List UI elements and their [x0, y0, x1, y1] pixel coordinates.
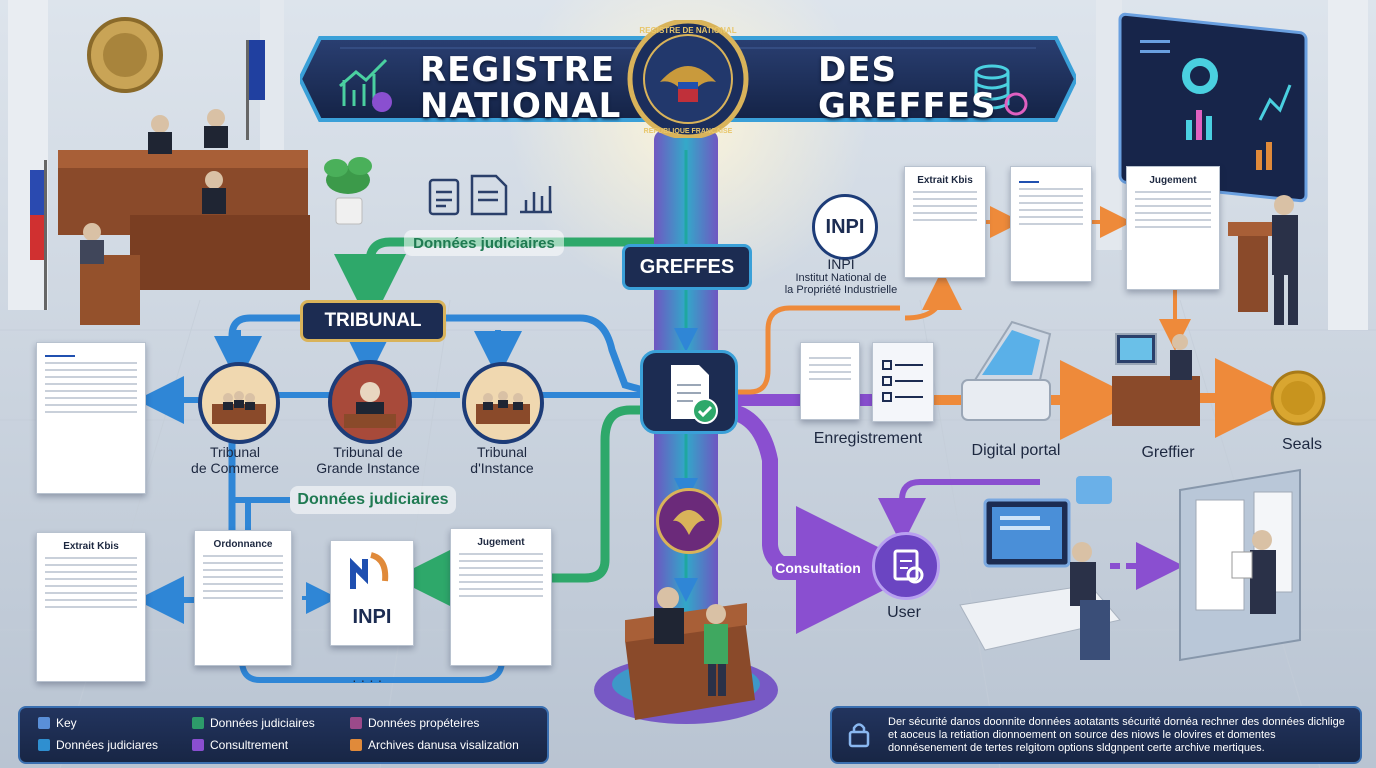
tribunal-instance-badge: [462, 362, 544, 444]
doc-title-jugement-bottom: Jugement: [477, 537, 525, 548]
judge-clerk-illustration: [625, 587, 755, 720]
legend-panel: Key Données judiciaires Données propétei…: [18, 706, 549, 764]
document-extrait-left-top: [36, 342, 146, 494]
security-note-panel: Der sécurité danos doonnite données aota…: [830, 706, 1362, 764]
user-document-icon: [893, 549, 924, 584]
legend-swatch: [350, 739, 362, 751]
document-check-icon: [671, 365, 718, 424]
inpi-document-label: INPI: [352, 606, 392, 628]
legend-item-donnees-judiciaires: Données judiciaires: [192, 716, 315, 730]
doc-title-extrait-bottom: Extrait Kbis: [63, 541, 119, 552]
title-right: DES GREFFES: [818, 50, 997, 126]
enregistrement-checklist: [872, 342, 934, 422]
eagle-icon: [673, 510, 705, 535]
tribunal-grande-instance-badge: [328, 360, 412, 444]
flow-label-donnees-top: Données judiciaires: [404, 230, 564, 256]
tribunal-label: TRIBUNAL: [300, 300, 446, 342]
document-jugement-top: Jugement: [1126, 166, 1220, 290]
courtroom-icon: [476, 391, 530, 424]
speaker-illustration: [1228, 195, 1298, 325]
greffier-illustration: [1112, 333, 1200, 426]
legend-item-donnees-judiciares: Données judiciares: [38, 738, 158, 752]
doc-title-jugement-top: Jugement: [1149, 175, 1197, 186]
document-jugement-bottom: Jugement: [450, 528, 552, 666]
title-banner: [300, 20, 1076, 138]
legend-item-key: Key: [38, 716, 77, 730]
security-note-text: Der sécurité danos doonnite données aota…: [888, 716, 1345, 754]
label-digital-portal: Digital portal: [971, 442, 1061, 459]
document-registre-top: [1010, 166, 1092, 282]
document-ordonnance: Ordonnance: [194, 530, 292, 666]
legend-swatch: [192, 717, 204, 729]
doc-title-extrait-top: Extrait Kbis: [917, 175, 973, 186]
flow-label-consultation: Consultation: [772, 556, 864, 580]
inpi-label: INPI Institut National de la Propriété I…: [784, 256, 898, 296]
checklist-icon: [882, 360, 923, 402]
legend-swatch: [38, 717, 50, 729]
label-user: User: [887, 604, 921, 621]
legend-swatch: [38, 739, 50, 751]
inpi-logo-icon: [350, 552, 389, 589]
scanner-illustration: [961, 320, 1052, 421]
label-greffier: Greffier: [1141, 444, 1195, 461]
document-extrait-kbis-bottom: Extrait Kbis: [36, 532, 146, 682]
consultation-booth: [1179, 468, 1301, 662]
flow-dots: · · · ·: [352, 672, 383, 688]
flow-label-donnees-mid: Données judiciaires: [290, 486, 456, 514]
plant-illustration: [324, 157, 372, 225]
seal-text: REGISTRE DE NATIONAL: [639, 26, 737, 35]
lock-icon: [848, 723, 870, 748]
legend-swatch: [192, 739, 204, 751]
legend-item-archives: Archives danusa visalization: [350, 738, 519, 752]
inpi-logo-badge: INPI: [812, 194, 878, 260]
user-badge: [872, 532, 940, 600]
computer-workstation: [959, 476, 1121, 660]
greffes-label: GREFFES: [622, 244, 752, 290]
legend-swatch: [350, 717, 362, 729]
enregistrement-document: [800, 342, 860, 420]
document-extrait-kbis-top: Extrait Kbis: [904, 166, 986, 278]
doc-title-ordonnance: Ordonnance: [213, 539, 273, 550]
label-enregistrement: Enregistrement: [813, 430, 923, 447]
inpi-document: INPI: [330, 540, 414, 646]
legend-item-consultrement: Consultrement: [192, 738, 288, 752]
document-icons: [428, 174, 552, 216]
seal-subtext: REPUBLIQUE FRANCAISE: [643, 128, 733, 135]
courtroom-icon: [212, 391, 266, 424]
dashboard-screen: [1118, 12, 1308, 203]
seal-coin: [1270, 370, 1326, 426]
label-seals: Seals: [1281, 436, 1323, 453]
legend-item-donnees-proprietaires: Données propéteires: [350, 716, 479, 730]
title-left: REGISTRE NATIONAL: [420, 50, 622, 126]
courtroom-illustration: [30, 17, 310, 325]
emblem-badge: [656, 488, 722, 554]
hub-document-badge: [640, 350, 738, 434]
judge-icon: [344, 382, 396, 428]
tribunal-commerce-badge: [198, 362, 280, 444]
